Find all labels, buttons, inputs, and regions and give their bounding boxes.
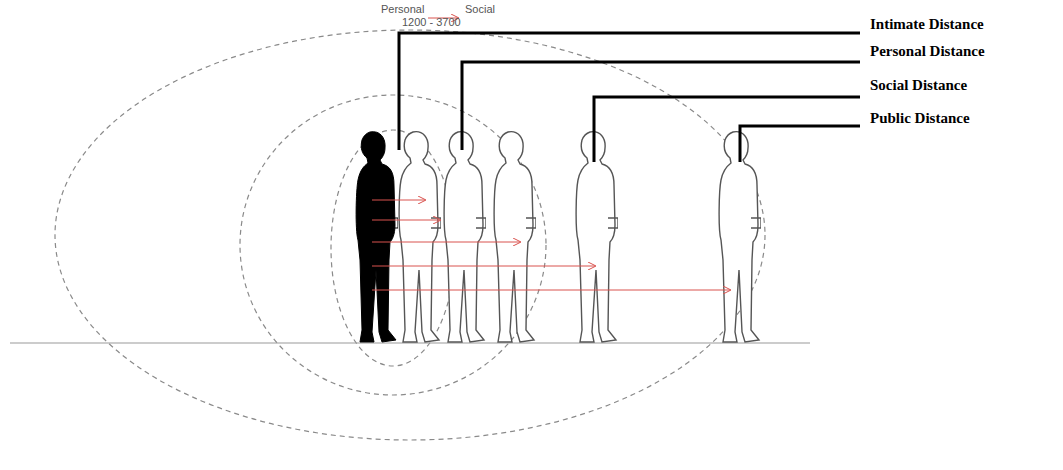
leader-line: [594, 97, 860, 162]
distance-arrows: [372, 200, 730, 290]
zone-label: Personal Distance: [870, 43, 985, 60]
dimension-range: 1200 - 3700: [402, 16, 461, 28]
distance-arrow: [372, 290, 730, 291]
distance-arrow: [372, 242, 520, 243]
personal-zone-ellipse: [331, 130, 455, 366]
distance-arrow: [372, 200, 425, 201]
leader-lines: [399, 33, 860, 162]
social-figure: [576, 132, 618, 342]
zone-label: Intimate Distance: [870, 16, 984, 33]
leader-line: [462, 62, 860, 150]
public-figure: [719, 132, 761, 342]
personal-far-figure: [494, 132, 536, 342]
personal-figure: [444, 132, 486, 342]
distance-arrow: [372, 220, 440, 221]
leader-line: [399, 33, 860, 150]
zone-name: Personal: [381, 3, 424, 15]
outline-figures: [399, 132, 761, 342]
distance-arrow: [372, 266, 595, 267]
social-zone-ellipse: [240, 95, 546, 395]
intimate-figure: [399, 132, 441, 342]
subject-figure: [356, 132, 398, 342]
zone-name: Social: [465, 3, 495, 15]
zone-label: Public Distance: [870, 110, 970, 127]
zone-label: Social Distance: [870, 77, 967, 94]
public-zone-ellipse: [55, 30, 765, 440]
distance-zones: [55, 30, 765, 440]
leader-line: [740, 126, 860, 162]
